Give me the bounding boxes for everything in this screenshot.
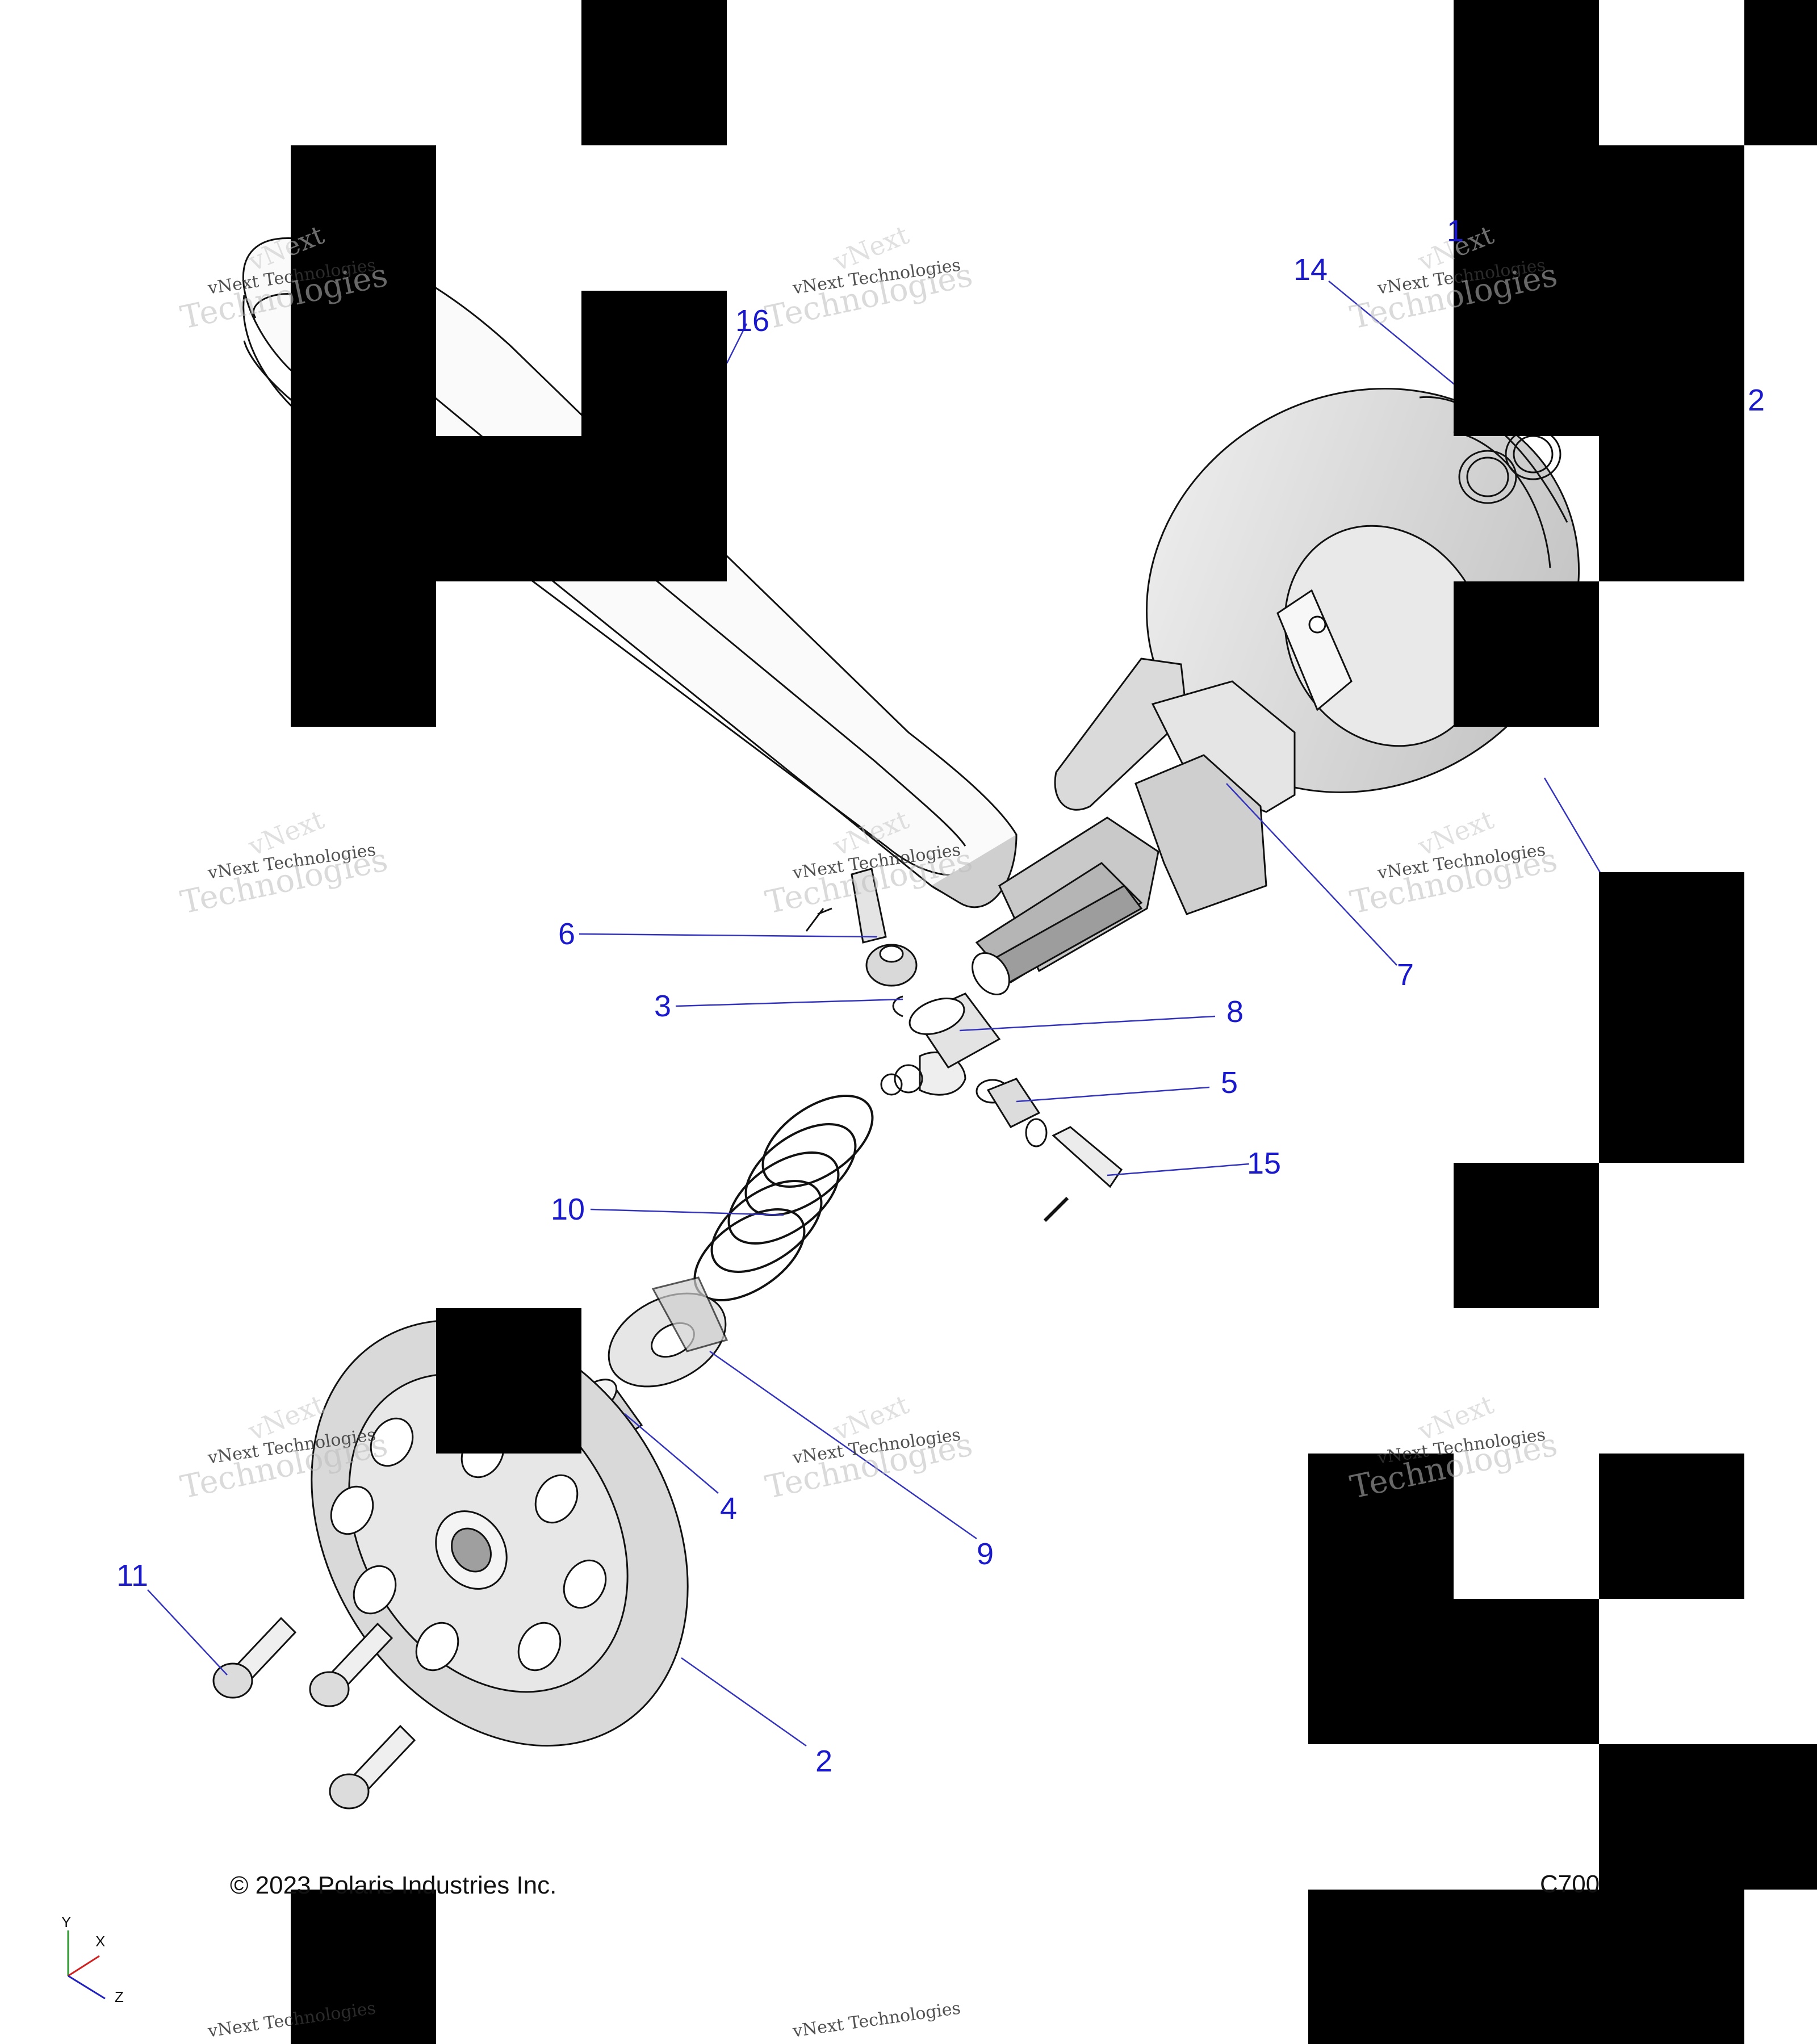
spring-seat bbox=[608, 1276, 729, 1388]
callout-2-top: 2 bbox=[1748, 383, 1765, 417]
callout-3: 3 bbox=[654, 989, 672, 1023]
mask-blocks bbox=[291, 0, 1817, 2044]
spider-assembly bbox=[972, 657, 1296, 995]
callout-11: 11 bbox=[116, 1559, 149, 1593]
rollers-and-pins bbox=[805, 868, 966, 1096]
leader-lines bbox=[147, 280, 1602, 1747]
spring bbox=[693, 1095, 874, 1301]
callout-10: 10 bbox=[551, 1192, 585, 1226]
callout-8: 8 bbox=[1226, 995, 1244, 1029]
callout-15: 15 bbox=[1247, 1146, 1282, 1180]
axis-label-z: Z bbox=[115, 1988, 124, 2005]
figure-code: C700 bbox=[1540, 1870, 1600, 1898]
roller-pin bbox=[1043, 1126, 1123, 1222]
axis-label-y: Y bbox=[61, 1913, 72, 1930]
movable-sheave bbox=[311, 1319, 689, 1747]
callout-14: 14 bbox=[1293, 253, 1328, 287]
copyright-notice: © 2023 Polaris Industries Inc. bbox=[230, 1871, 557, 1899]
callout-6: 6 bbox=[558, 917, 576, 951]
callout-16: 16 bbox=[735, 304, 770, 338]
callout-1-partial: 1 bbox=[1447, 214, 1464, 248]
washers bbox=[1458, 428, 1561, 504]
callout-2-bottom: 2 bbox=[815, 1744, 833, 1778]
screws bbox=[212, 1616, 416, 1810]
axis-label-x: X bbox=[95, 1933, 106, 1950]
axis-triad bbox=[67, 1930, 106, 2000]
callout-7: 7 bbox=[1397, 958, 1414, 992]
roller bbox=[976, 1078, 1048, 1147]
callout-9: 9 bbox=[977, 1537, 994, 1571]
sleeve bbox=[909, 992, 1001, 1069]
callout-4: 4 bbox=[720, 1492, 738, 1526]
callout-5: 5 bbox=[1221, 1066, 1238, 1100]
